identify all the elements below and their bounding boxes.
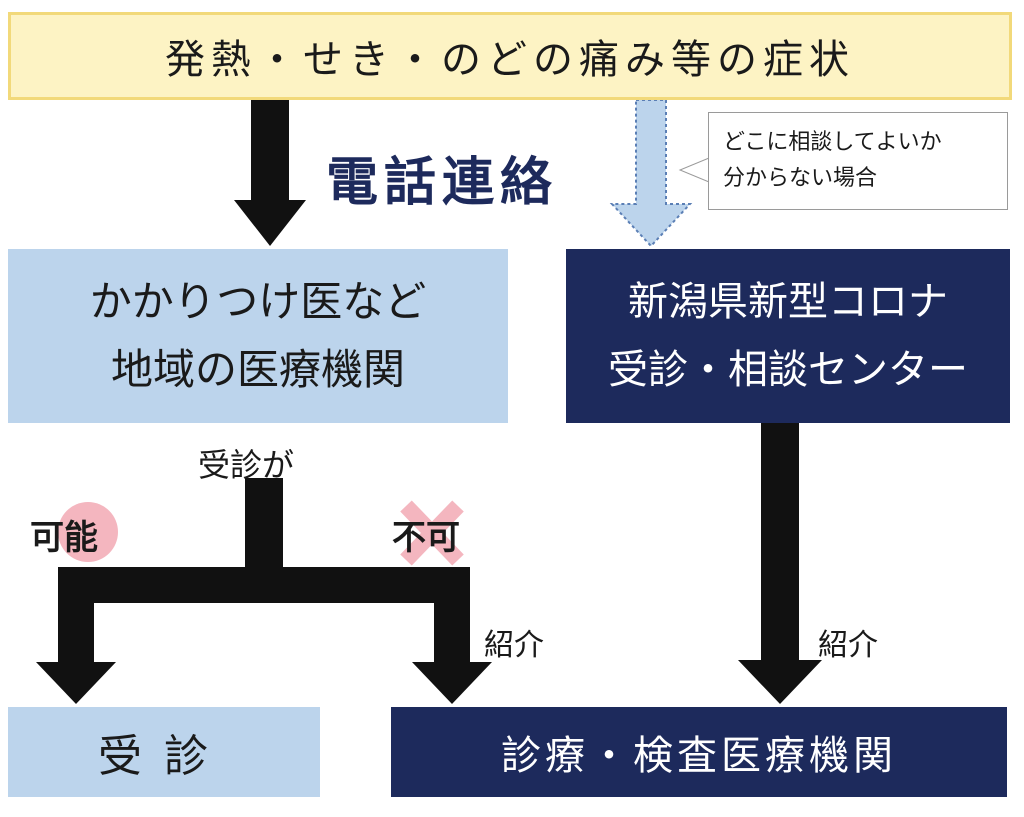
consultation-center-line-2: 受診・相談センター (608, 347, 968, 393)
arrow-center-to-exam (738, 423, 822, 704)
possible-circle-mark (58, 502, 118, 562)
exam-institution-text: 診療・検査医療機関 (501, 733, 897, 779)
consultation-box: 受診 (8, 707, 320, 797)
impossible-label: 不可 (392, 518, 460, 558)
referral-label-right: 紹介 (818, 628, 878, 663)
dotted-arrow-symptoms-to-center (609, 99, 693, 248)
symptoms-box: 発熱・せき・のどの痛み等の症状 (8, 12, 1012, 100)
exam-institution-box: 診療・検査医療機関 (391, 707, 1007, 797)
arrow-symptoms-to-local (234, 100, 306, 246)
branch-stem (245, 478, 283, 570)
branch-bar (58, 567, 470, 603)
consultation-center-line-1: 新潟県新型コロナ (628, 279, 948, 325)
local-clinic-line-2: 地域の医療機関 (110, 345, 405, 394)
callout-box: どこに相談してよいか 分からない場合 (708, 112, 1008, 210)
impossible-cross-mark (400, 500, 464, 566)
arrow-to-exam-institution (412, 600, 492, 704)
symptoms-text: 発熱・せき・のどの痛み等の症状 (165, 37, 855, 83)
possible-label: 可能 (30, 518, 98, 558)
consultation-text: 受診 (98, 731, 230, 782)
callout-pointer (678, 157, 710, 183)
local-clinic-line-1: かかりつけ医など (89, 277, 427, 326)
jushin-ga-label: 受診が (198, 446, 295, 484)
callout-line-1: どこに相談してよいか (723, 130, 942, 155)
consultation-center-box: 新潟県新型コロナ 受診・相談センター (566, 249, 1010, 423)
callout-line-2: 分からない場合 (723, 166, 878, 191)
arrow-to-consultation (36, 600, 116, 704)
referral-label-left: 紹介 (484, 628, 544, 663)
local-clinic-box: かかりつけ医など 地域の医療機関 (8, 249, 508, 423)
phone-contact-label: 電話連絡 (326, 153, 559, 213)
